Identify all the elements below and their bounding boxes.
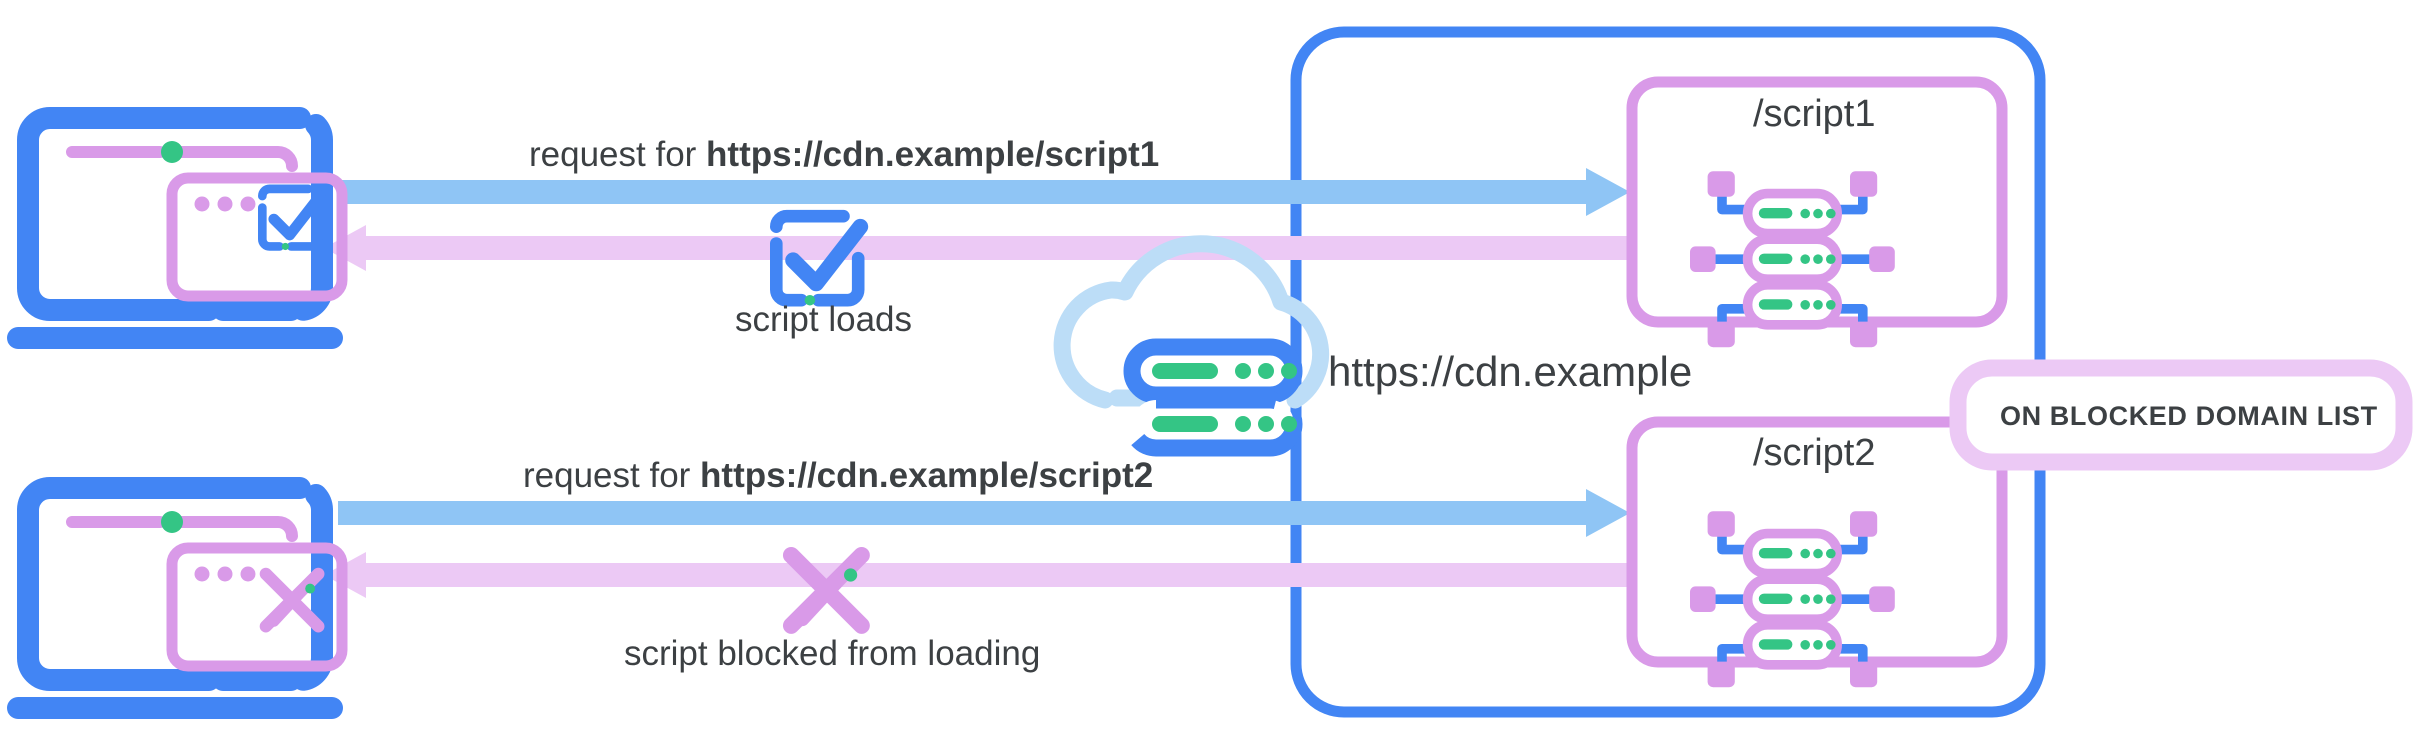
script2-server-icon [1690, 511, 1895, 687]
row2-request-url: https://cdn.example/script2 [700, 456, 1154, 495]
cdn-domain-label: https://cdn.example [1328, 348, 1693, 395]
script2-path-label: /script2 [1753, 432, 1876, 474]
status-icon-script-loads [776, 216, 860, 305]
row1-response-arrow [324, 225, 1642, 271]
laptop-client-2 [18, 488, 342, 708]
cloud-server-icon [1053, 235, 1330, 457]
row1-request-arrow [338, 168, 1630, 216]
script1-server-icon [1690, 171, 1895, 347]
script1-path-label: /script1 [1753, 93, 1876, 135]
row2-request-arrow [338, 489, 1630, 537]
row2-request-prefix: request for [523, 456, 701, 495]
row2-result-label: script blocked from loading [624, 634, 1041, 673]
blocked-domain-callout-label: ON BLOCKED DOMAIN LIST [2000, 401, 2378, 431]
laptop-client-1 [18, 118, 342, 338]
row1-request-url: https://cdn.example/script1 [706, 135, 1160, 174]
row1-result-label: script loads [735, 300, 913, 339]
row2-response-arrow [324, 552, 1642, 598]
row1-request-prefix: request for [529, 135, 707, 174]
row2-request-label: request for https://cdn.example/script2 [523, 456, 1153, 496]
row1-request-label: request for https://cdn.example/script1 [529, 135, 1159, 175]
cross-x-icon [266, 574, 318, 626]
blocked-domain-callout [1949, 359, 2413, 471]
